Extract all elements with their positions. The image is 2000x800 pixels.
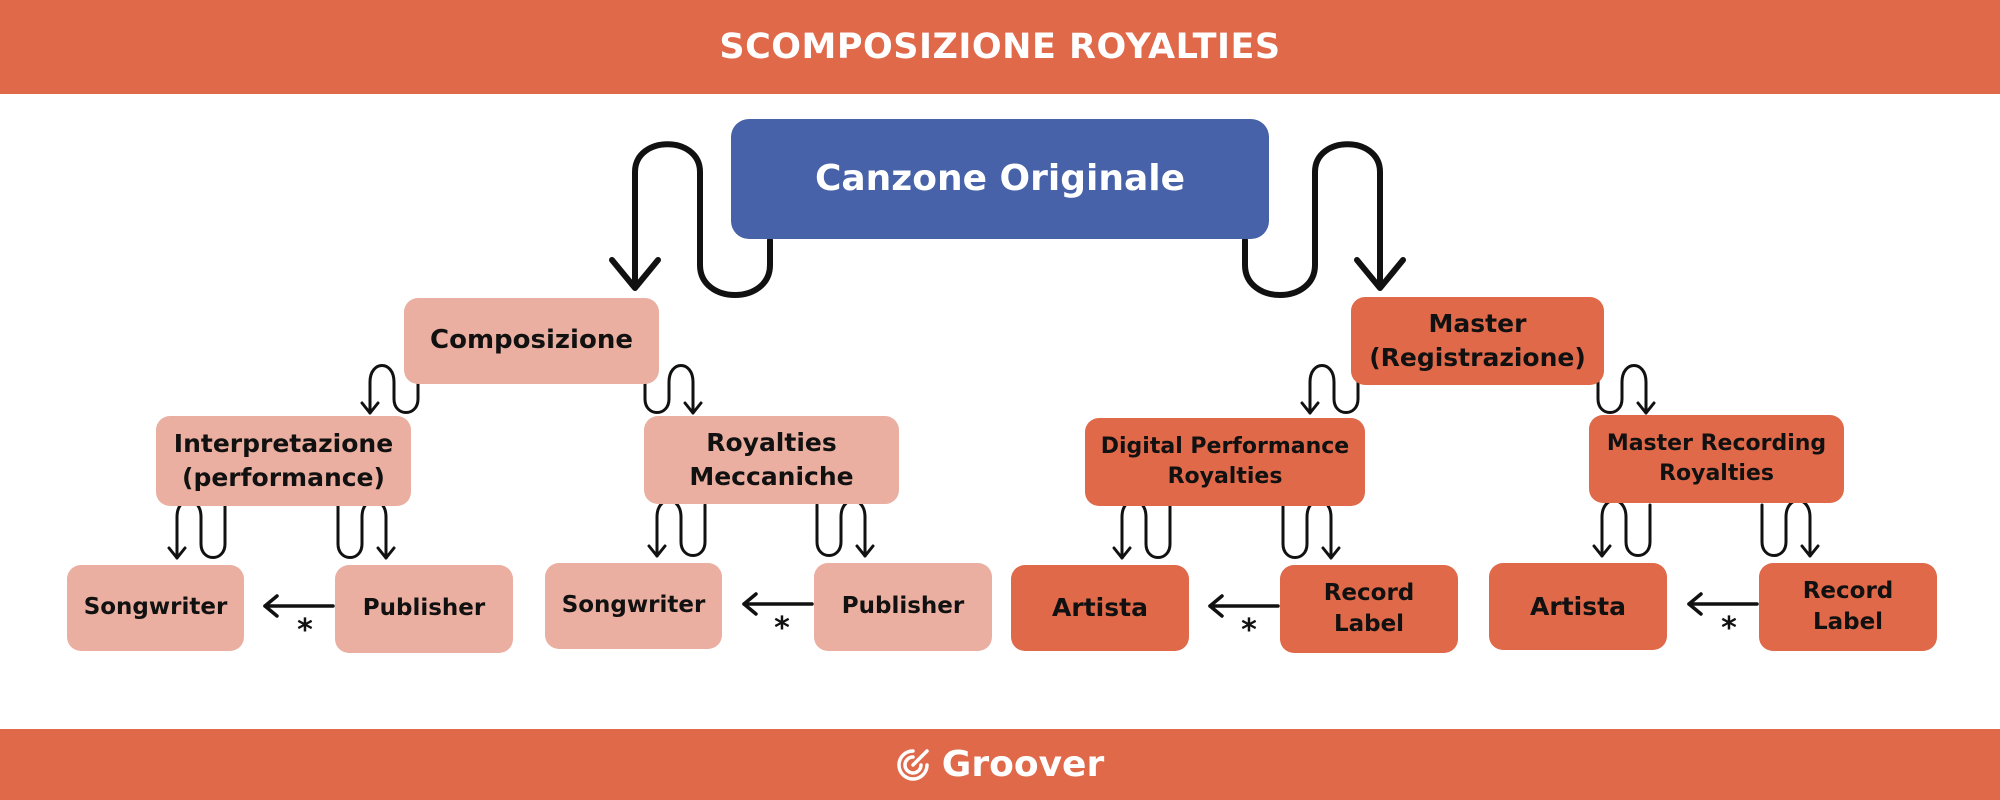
connector-interp-songwriter-arrowhead [167,546,187,560]
groover-logo-icon [897,748,929,781]
root-node-label: Canzone Originale [814,157,1186,199]
node-artista-master-label: Artista [1530,591,1626,621]
arrow-label-artista-2-arrowhead [1687,592,1703,616]
node-songwriter-mechanical: Songwriter [545,563,722,649]
node-master-registrazione-label: Master (Registrazione) [1369,309,1586,372]
connector-digital-label-arrowhead [1321,546,1341,560]
connector-master-recording [1596,364,1648,415]
asterisk-4: * [1721,611,1737,646]
node-songwriter-performance-label: Songwriter [83,594,228,621]
connector-mecc-songwriter-arrowhead [647,544,667,558]
arrow-publisher-songwriter-1-arrowhead [263,594,279,618]
node-master-registrazione: Master (Registrazione) [1351,297,1604,385]
connector-mecc-publisher-arrowhead [855,544,875,558]
node-artista-master: Artista [1489,563,1667,650]
node-record-label-master-label: Record Label [1802,577,1894,635]
footer-band: Groover [0,729,2000,800]
node-record-label-digital-label: Record Label [1323,579,1415,637]
node-interpretazione: Interpretazione (performance) [156,416,411,506]
node-publisher-performance-label: Publisher [362,595,486,622]
brand: Groover [896,744,1104,785]
asterisk-3: * [1241,613,1257,648]
connector-comp-interp-arrowhead [360,401,380,415]
node-interpretazione-label: Interpretazione (performance) [173,429,394,492]
connector-comp-mecc-arrowhead [683,401,703,415]
node-master-recording: Master Recording Royalties [1589,415,1844,503]
node-digital-performance-label: Digital Performance Royalties [1100,434,1350,489]
connector-master-recording-arrowhead [1636,401,1656,415]
node-artista-digital: Artista [1011,565,1189,651]
connector-root-master [1242,141,1406,298]
node-master-recording-label: Master Recording Royalties [1606,431,1827,486]
connector-recording-label-arrowhead [1800,544,1820,558]
node-publisher-mechanical-label: Publisher [841,593,965,620]
node-record-label-digital: Record Label [1280,565,1458,653]
connector-master-digital [1308,364,1360,415]
asterisk-2: * [774,611,790,646]
root-node-canzone-originale: Canzone Originale [731,119,1269,239]
connector-comp-mecc [643,364,695,415]
page-title: SCOMPOSIZIONE ROYALTIES [719,27,1281,67]
node-royalties-meccaniche: Royalties Meccaniche [644,416,899,504]
connector-master-digital-arrowhead [1300,401,1320,415]
connector-root-composizione [609,141,773,298]
asterisk-1: * [297,613,313,648]
connector-mecc-publisher [815,499,867,558]
connector-digital-artista-arrowhead [1112,546,1132,560]
node-composizione: Composizione [404,298,659,384]
node-publisher-performance: Publisher [335,565,513,653]
node-songwriter-mechanical-label: Songwriter [561,592,706,619]
node-royalties-meccaniche-label: Royalties Meccaniche [689,428,854,491]
connector-recording-artista [1600,499,1652,558]
node-songwriter-performance: Songwriter [67,565,244,651]
node-artista-digital-label: Artista [1052,593,1148,623]
node-publisher-mechanical: Publisher [814,563,992,651]
connector-mecc-songwriter [655,499,707,558]
node-record-label-master: Record Label [1759,563,1937,651]
brand-name: Groover [941,744,1105,785]
connector-recording-label [1760,499,1812,558]
connector-interp-publisher-arrowhead [376,546,396,560]
arrow-label-artista-1-arrowhead [1208,594,1224,618]
arrow-publisher-songwriter-2-arrowhead [742,592,758,616]
node-composizione-label: Composizione [430,325,633,356]
connector-comp-interp [368,364,420,415]
connector-recording-artista-arrowhead [1592,544,1612,558]
node-digital-performance: Digital Performance Royalties [1085,418,1365,506]
header-band: SCOMPOSIZIONE ROYALTIES [0,0,2000,94]
